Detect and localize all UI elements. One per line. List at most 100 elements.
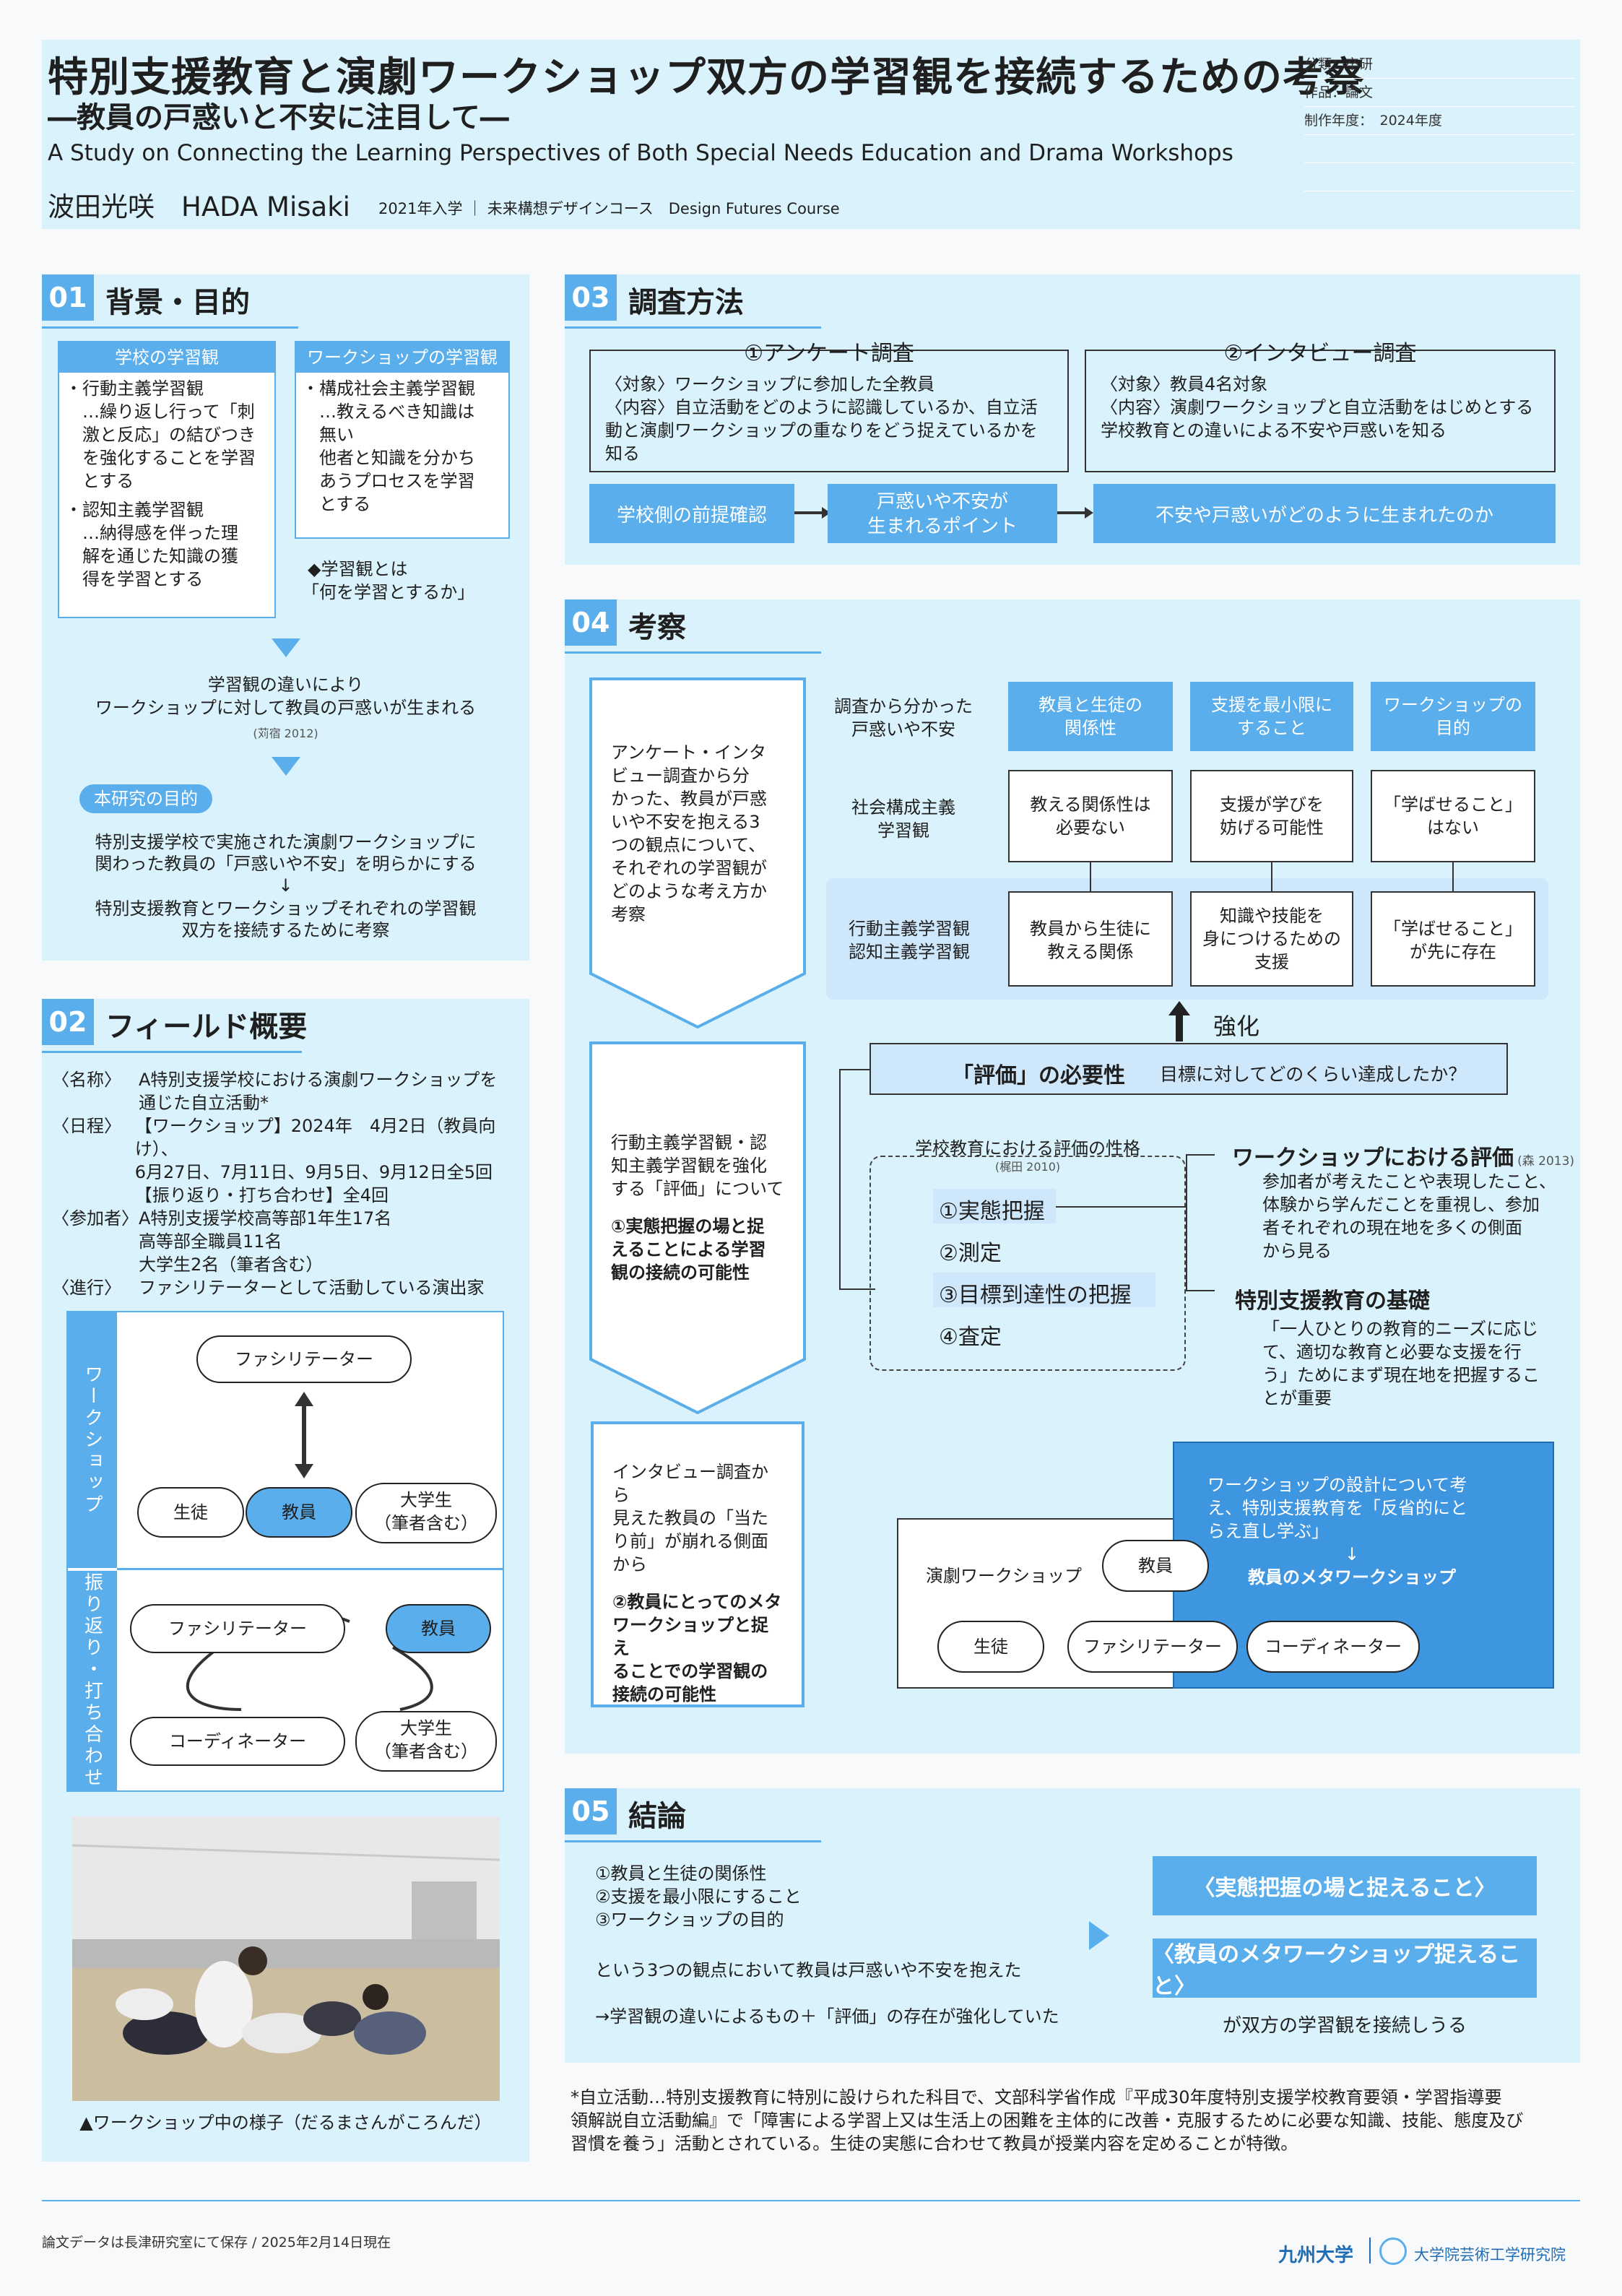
eval-item: ①実態把握 — [939, 1199, 1045, 1224]
list-line: 得を学習とする — [65, 569, 204, 589]
survey-line: 動と演劇ワークショップの重なりをどう捉えているかを — [605, 420, 1038, 441]
list-line: 激と反応」の結びつき — [65, 425, 256, 445]
arrow-shape-2 — [589, 1041, 806, 1414]
col-head-2: 支援を最小限にすること — [1190, 682, 1353, 751]
eval-item-highlight — [933, 1273, 1155, 1307]
field-val: 通じた自立活動* — [139, 1093, 269, 1113]
meta-row: 分類：卒研 — [1304, 51, 1574, 79]
section-04: 04 考察 アンケート・インタ ビュー調査から分 かった、教員が戸惑 いや不安を… — [565, 599, 1580, 1754]
row-header-1: 調査から分かった 戸惑いや不安 — [820, 695, 986, 741]
conclusion-line: ②支援を最小限にすること — [595, 1886, 802, 1907]
arrow-line: ビュー調査から分 — [611, 766, 750, 786]
photo-caption: ▲ワークショップ中の様子（だるまさんがころんだ） — [79, 2113, 492, 2133]
double-arrow-icon — [293, 1392, 315, 1478]
cell-line: はない — [1427, 818, 1479, 838]
evaluation-title: 「評価」の必要性 — [952, 1063, 1125, 1088]
footer-university: 九州大学 — [1278, 2245, 1354, 2266]
purpose-arrow: ↓ — [278, 875, 293, 896]
section-05: 05 結論 ①教員と生徒の関係性 ②支援を最小限にすること ③ワークショップの目… — [565, 1788, 1580, 2063]
arrow-right-icon — [1057, 511, 1089, 514]
footer-graduate: 大学院芸術工学研究院 — [1414, 2246, 1566, 2263]
strengthen-label: 強化 — [1213, 1013, 1260, 1040]
school-eval-cite: (梶田 2010) — [994, 1160, 1061, 1174]
meta-line: ワークショップの設計について考 — [1207, 1475, 1467, 1495]
arrow-line: 行動主義学習観・認 — [611, 1132, 767, 1153]
col-head-line: 目的 — [1436, 718, 1470, 738]
field-key: 〈名称〉 — [52, 1070, 121, 1090]
facilitator-node: ファシリテーター — [130, 1604, 345, 1653]
arrow-line: それぞれの学習観が — [611, 858, 767, 878]
bracket-line — [839, 1069, 869, 1070]
learning-note-2: 「何を学習とするか」 — [302, 582, 475, 602]
structure-diagram: ワークショップ 振り返り・打ち合わせ ファシリテーター 生徒 教員 大学生 （筆… — [66, 1311, 504, 1792]
bracket-line — [1186, 1154, 1215, 1156]
meta-row-empty — [1304, 163, 1574, 191]
univ-label: （筆者含む） — [374, 1741, 478, 1762]
evaluation-banner: 「評価」の必要性 目標に対してどのくらい達成したか？ — [869, 1043, 1508, 1095]
section-02: 02 フィールド概要 〈名称〉 A特別支援学校における演劇ワークショップを通じた… — [42, 999, 529, 2162]
list-line: 他者と知識を分かち — [302, 448, 475, 468]
footnote-line: 領解説自立活動編』で「障害による学習上又は生活上の困難を主体的に改善・克服するた… — [571, 2110, 1524, 2131]
univ-node: 大学生 （筆者含む） — [355, 1711, 497, 1772]
field-val: 【ワークショップ】2024年 4月2日（教員向け）、 — [134, 1116, 496, 1159]
survey-body: 〈対象〉ワークショップに参加した全教員 〈内容〉自立活動をどのように認識している… — [591, 351, 1067, 465]
conclusion-line: という3つの観点において教員は戸惑いや不安を抱えた — [595, 1960, 1022, 1980]
meta-line: え、特別支援教育を「反省的にと — [1207, 1498, 1467, 1518]
field-val: A特別支援学校における演劇ワークショップを — [139, 1070, 498, 1090]
right-triangle-icon — [1089, 1921, 1109, 1950]
list-line: とする — [65, 471, 134, 491]
conclusion-line: ①教員と生徒の関係性 — [595, 1863, 767, 1884]
arrow-right-icon — [1085, 507, 1093, 519]
school-learning-box: 学校の学習観 ・行動主義学習観 …繰り返し行って「刺 激と反応」の結びつき を強… — [58, 341, 276, 618]
teacher-node: 教員 — [386, 1604, 491, 1653]
list-line: あうプロセスを学習 — [302, 471, 475, 491]
connector — [1090, 862, 1091, 891]
section-title: フィールド概要 — [105, 1010, 308, 1044]
meta-line: らえ直し学ぶ」 — [1207, 1521, 1329, 1541]
arrow-line: する「評価」について — [611, 1179, 784, 1199]
school-eval-box — [869, 1156, 1186, 1371]
enroll-info: 2021年入学 ｜ 未来構想デザインコース Design Futures Cou… — [378, 200, 840, 217]
down-triangle-icon — [272, 757, 300, 776]
cell-line: 「学ばせること」 — [1384, 919, 1522, 939]
field-val: 大学生2名（筆者含む） — [139, 1255, 324, 1275]
row-header-2: 社会構成主義 学習観 — [820, 796, 986, 842]
section-underline — [565, 1840, 821, 1842]
english-title: A Study on Connecting the Learning Persp… — [48, 140, 1233, 166]
sne-line: とが重要 — [1262, 1388, 1332, 1408]
ws-eval-line: から見る — [1262, 1241, 1332, 1261]
meta-arrow: ↓ — [1344, 1544, 1360, 1564]
arrow-text-2: 行動主義学習観・認 知主義学習観を強化 する「評価」について ①実態把握の場と捉… — [611, 1131, 792, 1284]
arrow-line: えることによる学習 — [611, 1239, 766, 1260]
facilitator-node: ファシリテーター — [196, 1335, 412, 1383]
meta-row-empty — [1304, 135, 1574, 163]
matrix-cell: 支援が学びを妨げる可能性 — [1190, 770, 1353, 862]
list-line: 無い — [302, 425, 354, 445]
cell-line: 支援 — [1254, 952, 1289, 972]
survey-line: 〈内容〉自立活動をどのように認識しているか、自立活 — [605, 397, 1038, 417]
row-header-line: 認知主義学習観 — [849, 942, 970, 962]
interview-line: 学校教育との違いによる不安や戸惑いを知る — [1101, 420, 1447, 441]
arrow-line: 接続の可能性 — [612, 1684, 716, 1704]
evaluation-question: 目標に対してどのくらい達成したか？ — [1160, 1064, 1467, 1085]
matrix-cell: 教員から生徒に教える関係 — [1008, 891, 1173, 987]
footer-note: 論文データは長津研究室にて保存 / 2025年2月14日現在 — [42, 2235, 391, 2250]
section-title: 考察 — [628, 611, 686, 644]
univ-label: （筆者含む） — [374, 1513, 478, 1533]
sne-base-title: 特別支援教育の基礎 — [1235, 1288, 1430, 1314]
meta-block: 分類：卒研 作品：論文 制作年度： 2024年度 — [1304, 51, 1574, 191]
field-row: 〈名称〉 A特別支援学校における演劇ワークショップを通じた自立活動* — [52, 1068, 521, 1114]
ws-eval-line: 参加者が考えたことや表現したこと、 — [1262, 1171, 1557, 1192]
section-number: 01 — [42, 274, 94, 321]
arrow-line: 見えた教員の「当た — [612, 1508, 768, 1528]
conclusion-line: →学習観の違いによるもの＋「評価」の存在が強化していた — [595, 2006, 1059, 2027]
arrow-text-1: アンケート・インタ ビュー調査から分 かった、教員が戸惑 いや不安を抱える3 つ… — [611, 741, 787, 926]
page-title: 特別支援教育と演劇ワークショップ双方の学習観を接続するための考察 — [48, 54, 1365, 101]
cell-line: 必要ない — [1056, 818, 1125, 838]
section-number: 04 — [565, 599, 617, 646]
cell-line: が先に存在 — [1410, 942, 1496, 962]
field-row: 〈日程〉 【ワークショップ】2024年 4月2日（教員向け）、6月27日、7月1… — [52, 1114, 521, 1207]
section-title: 背景・目的 — [105, 286, 250, 319]
citation: (苅宿 2012) — [253, 727, 318, 740]
list-line: ・行動主義学習観 — [65, 378, 204, 399]
